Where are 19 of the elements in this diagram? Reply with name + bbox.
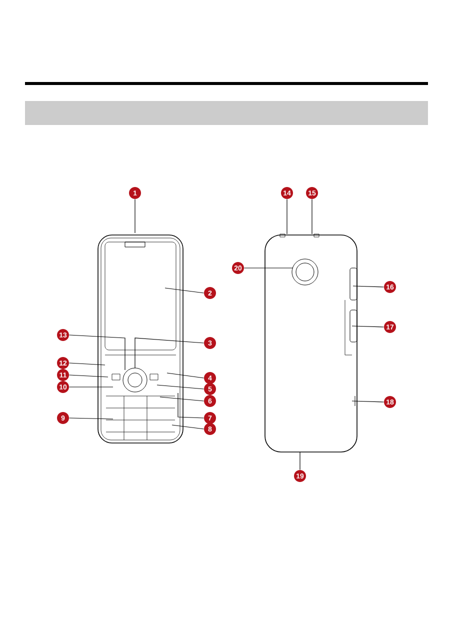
phone-back-drawing [264, 234, 358, 452]
leader-line [156, 384, 204, 390]
leader-line [172, 424, 204, 430]
leader-line [352, 400, 384, 402]
leader-line [352, 326, 384, 328]
leader-line [286, 198, 288, 234]
leader-line [134, 198, 136, 234]
leader-line [160, 396, 204, 402]
leader-line [352, 286, 384, 288]
leader-line [68, 374, 108, 378]
leader-line [178, 392, 204, 418]
phone-front-drawing [98, 234, 184, 444]
leader-line [68, 362, 106, 366]
leader-line [68, 334, 126, 370]
leader-line [166, 372, 204, 378]
leader-line [68, 418, 114, 420]
leader-line [134, 338, 204, 368]
leader-line [68, 386, 114, 388]
leader-line [164, 288, 204, 294]
